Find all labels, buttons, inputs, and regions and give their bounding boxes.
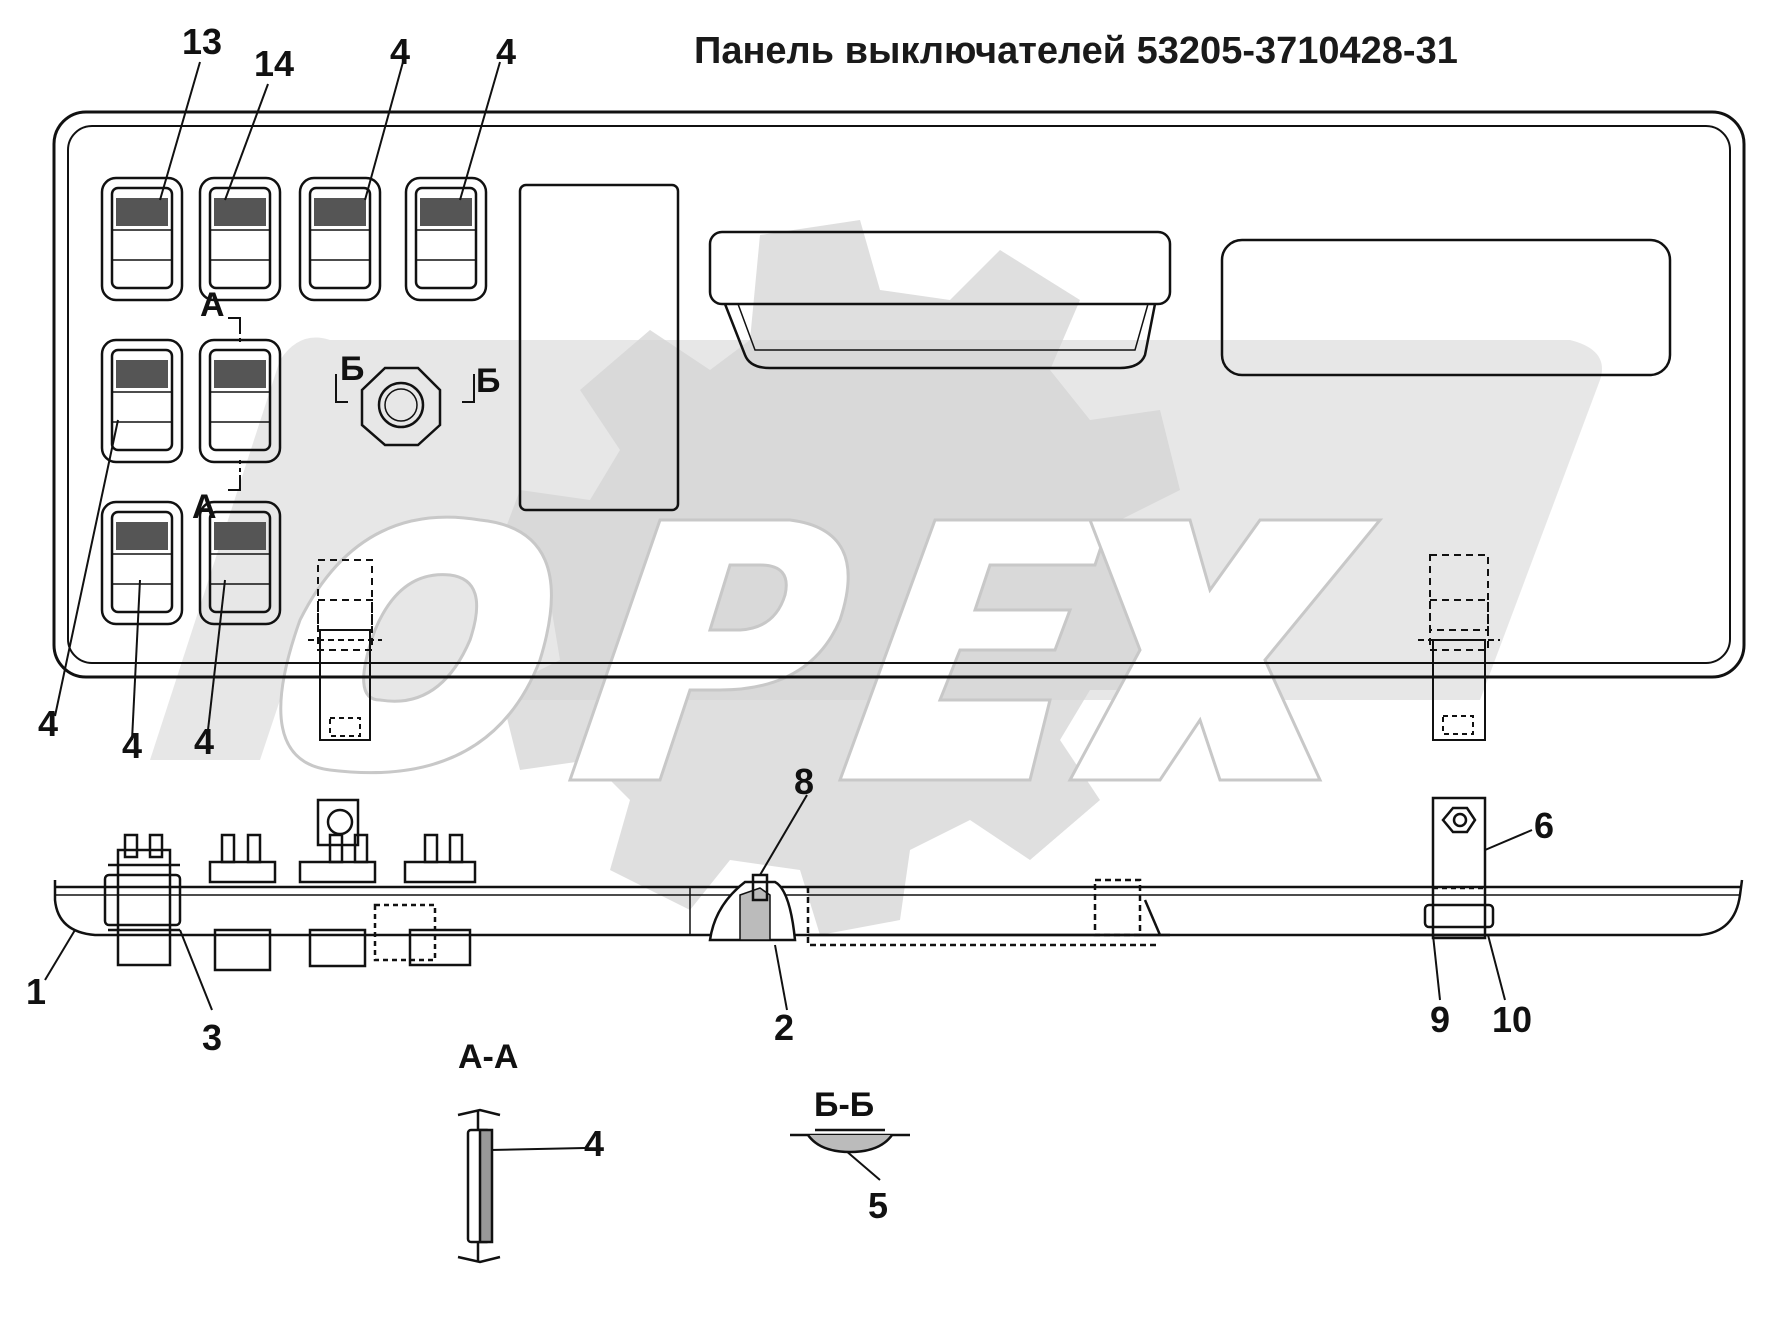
rocker-switch — [298, 176, 382, 302]
callout-14: 14 — [254, 43, 295, 84]
section-mark-b-left: Б — [340, 350, 365, 388]
callout-4-aa: 4 — [584, 1123, 605, 1164]
leader-lines — [44, 61, 1533, 1181]
brackets — [308, 554, 1500, 741]
section-mark-a-bottom: А — [192, 488, 217, 526]
switch-symbol — [214, 360, 266, 388]
rocker-switches — [100, 176, 488, 626]
callout-9: 9 — [1430, 999, 1451, 1040]
rocker-switch — [100, 500, 184, 626]
callout-1: 1 — [26, 971, 47, 1012]
switch-symbol — [314, 198, 366, 226]
callout-4-left: 4 — [38, 703, 59, 744]
switch-symbol — [116, 522, 168, 550]
nut-b — [360, 366, 442, 447]
rocker-switch — [404, 176, 488, 302]
section-mark-a-top: А — [200, 286, 225, 324]
section-title-bb: Б-Б — [814, 1086, 875, 1124]
radio-opening-inner — [723, 303, 1157, 370]
radio-opening-outer — [708, 230, 1172, 306]
switch-symbol — [214, 522, 266, 550]
callout-4-top-2: 4 — [496, 31, 517, 72]
callout-4-top-1: 4 — [390, 31, 411, 72]
switch-connectors — [103, 798, 1142, 972]
section-bb-view — [790, 1128, 910, 1154]
callout-3: 3 — [202, 1017, 223, 1058]
label-window — [1220, 238, 1672, 377]
switch-panel — [52, 110, 1746, 679]
watermark-text — [279, 515, 1384, 782]
rocker-switch — [198, 500, 282, 626]
section-aa-view — [457, 1108, 501, 1264]
callout-6: 6 — [1534, 805, 1555, 846]
callout-13: 13 — [182, 21, 223, 62]
switch-symbol — [420, 198, 472, 226]
rocker-switch — [100, 176, 184, 302]
section-mark-b-right: Б — [476, 362, 501, 400]
rocker-switch — [198, 176, 282, 302]
callout-8: 8 — [794, 761, 815, 802]
callout-4-right: 4 — [194, 721, 215, 762]
section-title-aa: А-А — [458, 1038, 519, 1076]
switch-symbol — [116, 198, 168, 226]
switch-symbol — [116, 360, 168, 388]
drawing-title: Панель выключателей 53205-3710428-31 — [694, 30, 1458, 72]
callout-5: 5 — [868, 1185, 889, 1226]
nut-hole — [377, 381, 425, 429]
vertical-slot — [518, 183, 680, 512]
callout-2: 2 — [774, 1007, 795, 1048]
callout-10: 10 — [1492, 999, 1533, 1040]
side-section-view — [53, 796, 1744, 972]
bracket-6 — [1431, 796, 1487, 940]
switch-symbol — [214, 198, 266, 226]
section-marker-lines — [228, 317, 475, 491]
panel-features — [360, 183, 1672, 512]
rocker-switch — [100, 338, 184, 464]
callout-4-mid: 4 — [122, 725, 143, 766]
